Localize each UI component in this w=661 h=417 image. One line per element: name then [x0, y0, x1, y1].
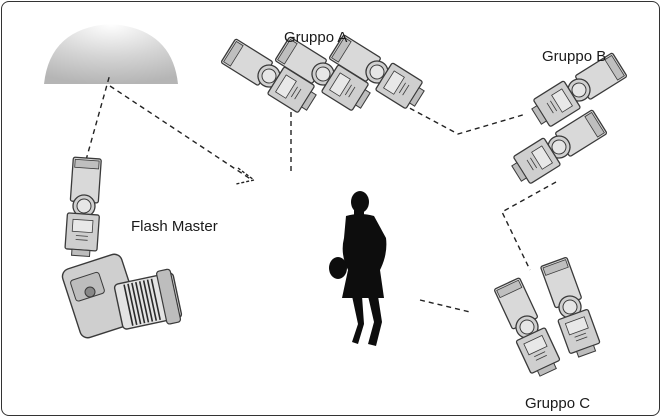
camera-icon	[61, 253, 183, 339]
group-b-label: Gruppo B	[542, 48, 607, 65]
light-paths	[85, 73, 557, 313]
group-b-flashes	[507, 50, 629, 188]
path-group-a-to-b	[401, 103, 527, 135]
group-a-label: Gruppo A	[284, 29, 348, 46]
person-silhouette-icon	[329, 191, 387, 346]
master-flash-unit-icon	[63, 156, 104, 258]
path-master-to-umbrella	[85, 73, 111, 161]
path-c-to-center	[419, 299, 471, 313]
path-umbrella-to-center	[109, 85, 253, 181]
flash-master-label: Flash Master	[131, 218, 218, 235]
group-c-label: Gruppo C	[525, 395, 591, 412]
arrowhead-icon	[235, 167, 256, 185]
umbrella-reflector-icon	[44, 24, 178, 84]
path-b-to-c	[501, 181, 557, 271]
group-c-flashes	[491, 255, 603, 380]
